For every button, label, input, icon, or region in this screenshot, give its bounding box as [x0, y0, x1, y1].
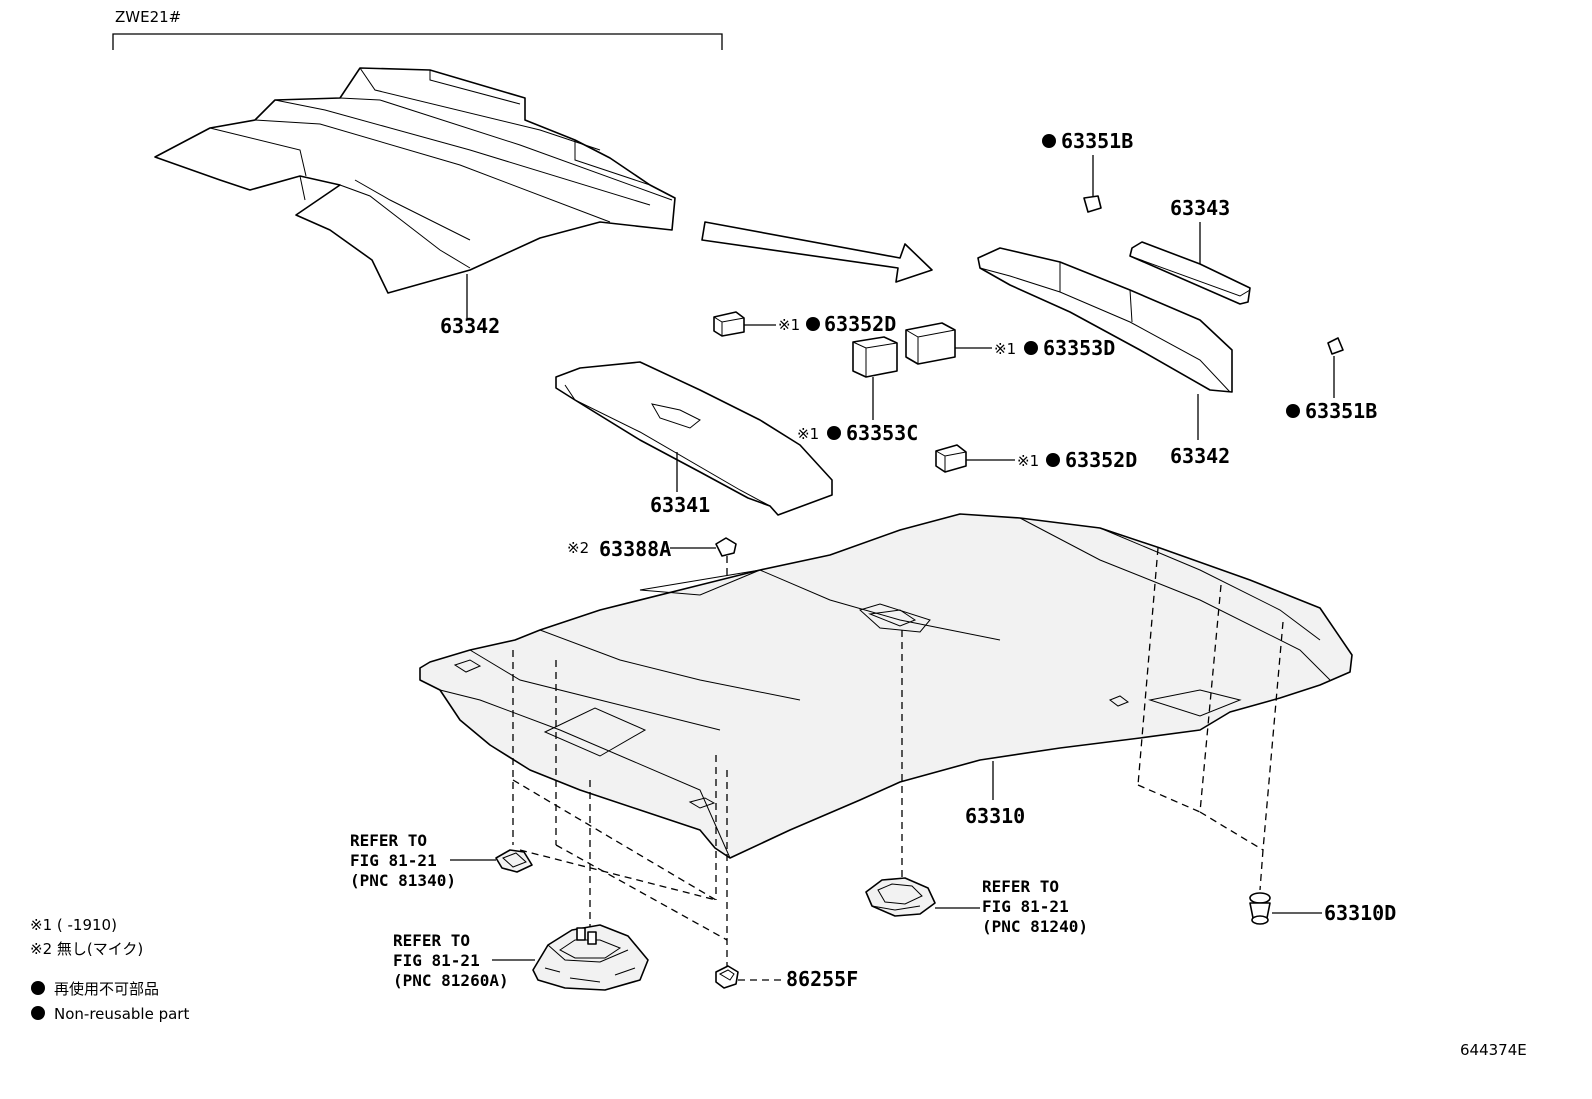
ref-81260a-line3: (PNC 81260A)	[393, 971, 509, 990]
reinforcement-63341: 63341	[555, 361, 833, 517]
roof-insulator-assembly: 63342	[154, 67, 676, 338]
guide-lines	[512, 547, 1284, 968]
legend-nonreusable-jp: 再使用不可部品	[54, 980, 159, 998]
label-63310d: 63310D	[1324, 901, 1396, 925]
ref-81340-line2: FIG 81-21	[350, 851, 437, 870]
pad-63353c: ※1 63353C	[797, 336, 918, 445]
ref-81240-line1: REFER TO	[982, 877, 1059, 896]
clip-63388a: ※2 63388A	[567, 537, 737, 770]
ref-81240-line2: FIG 81-21	[982, 897, 1069, 916]
clip-86255f: 86255F	[715, 965, 858, 991]
legend-note2: ※2 無し(マイク)	[30, 940, 143, 958]
ref-81340-line3: (PNC 81340)	[350, 871, 456, 890]
model-bracket: ZWE21#	[112, 8, 723, 50]
note-mark-63388a: ※2	[567, 539, 589, 557]
roof-headlining-63310: 63310	[419, 513, 1353, 859]
lamp-81340: REFER TO FIG 81-21 (PNC 81340)	[350, 831, 533, 890]
model-header: ZWE21#	[115, 8, 181, 26]
note-mark-63352d-top: ※1	[778, 316, 800, 334]
note-mark-63353d: ※1	[994, 340, 1016, 358]
clip-63351b-right: 63351B	[1286, 337, 1377, 423]
label-63351b-top: 63351B	[1061, 129, 1133, 153]
pad-63353d: ※1 63353D	[905, 322, 1115, 365]
pad-63352d-top: ※1 63352D	[713, 311, 896, 337]
clip-63310d: 63310D	[1249, 892, 1396, 925]
label-63352d-mid: 63352D	[1065, 448, 1137, 472]
clip-63351b-top: 63351B	[1042, 129, 1133, 213]
ref-81260a-line2: FIG 81-21	[393, 951, 480, 970]
label-86255f: 86255F	[786, 967, 858, 991]
ref-81240-line3: (PNC 81240)	[982, 917, 1088, 936]
lamp-81240: REFER TO FIG 81-21 (PNC 81240)	[865, 877, 1088, 936]
legend: ※1 ( -1910) ※2 無し(マイク) 再使用不可部品 Non-reusa…	[30, 916, 189, 1023]
ref-81340-line1: REFER TO	[350, 831, 427, 850]
pad-63352d-mid: ※1 63352D	[935, 444, 1137, 473]
console-81260a: REFER TO FIG 81-21 (PNC 81260A)	[393, 924, 649, 991]
label-63341: 63341	[650, 493, 710, 517]
label-63310: 63310	[965, 804, 1025, 828]
label-63388a: 63388A	[599, 537, 671, 561]
label-63351b-right: 63351B	[1305, 399, 1377, 423]
label-63343: 63343	[1170, 196, 1230, 220]
ref-81260a-line1: REFER TO	[393, 931, 470, 950]
pad-63343: 63343	[1129, 196, 1251, 305]
label-63342-right: 63342	[1170, 444, 1230, 468]
diagram-id: 644374E	[1460, 1041, 1527, 1059]
label-63342-upper: 63342	[440, 314, 500, 338]
reinforcement-63342-right: 63342	[977, 247, 1233, 468]
legend-nonreusable-en: Non-reusable part	[54, 1005, 189, 1023]
label-63353d: 63353D	[1043, 336, 1115, 360]
label-63353c: 63353C	[846, 421, 918, 445]
label-63352d-top: 63352D	[824, 312, 896, 336]
note-mark-63352d-mid: ※1	[1017, 452, 1039, 470]
direction-arrow	[701, 221, 933, 283]
legend-note1: ※1 ( -1910)	[30, 916, 117, 934]
note-mark-63353c: ※1	[797, 425, 819, 443]
